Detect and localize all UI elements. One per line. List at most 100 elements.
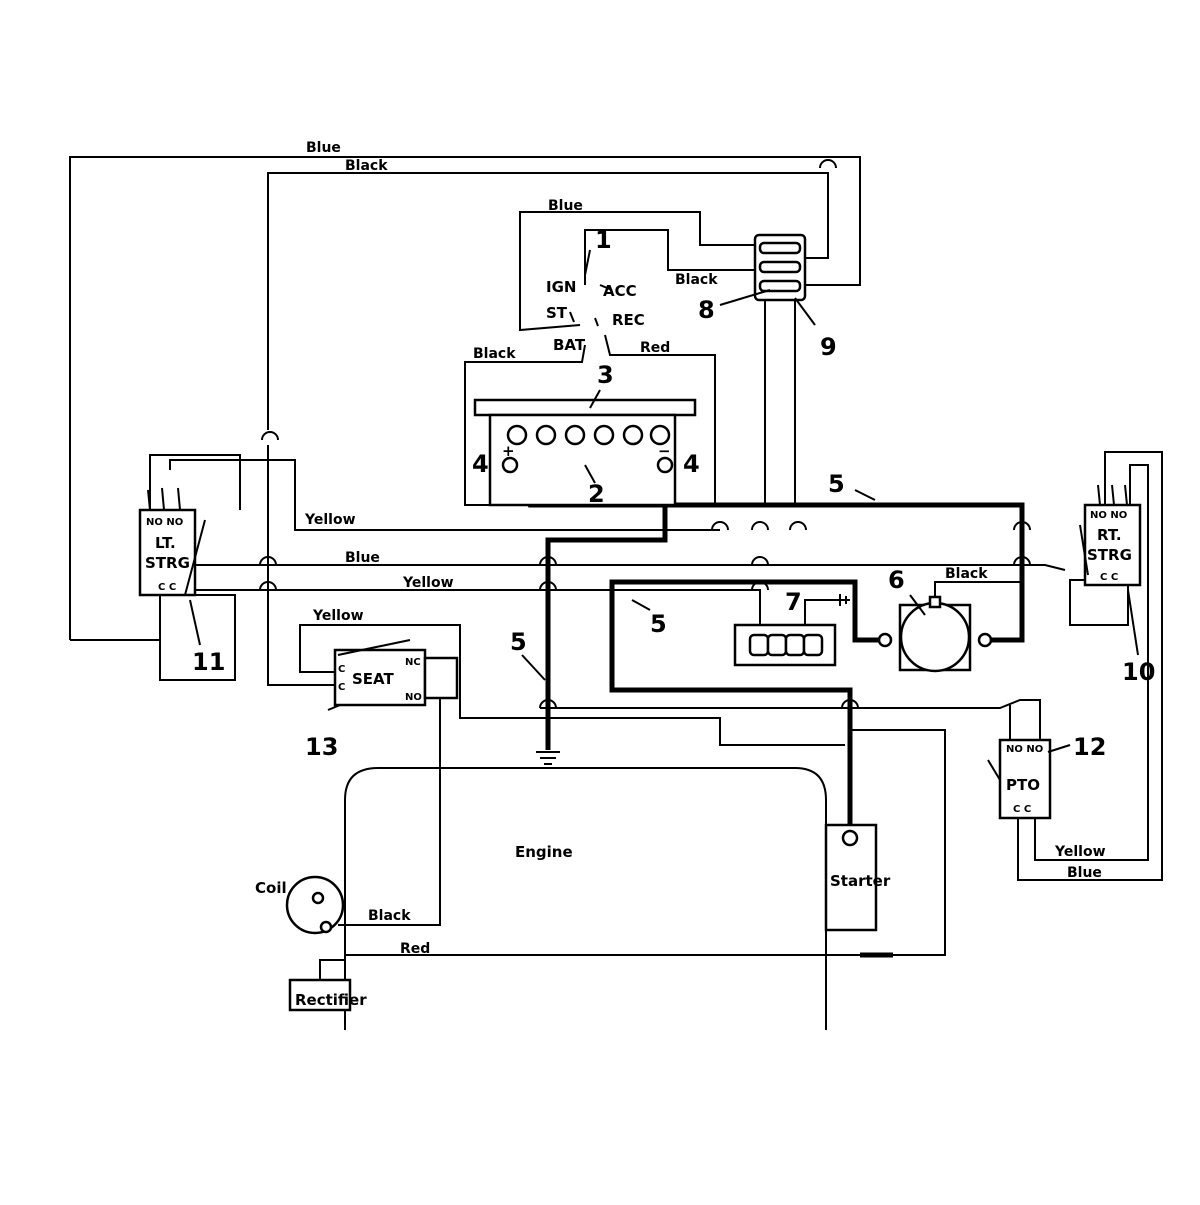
label-13: 13 bbox=[305, 733, 338, 761]
rt-c-label: C C bbox=[1100, 572, 1118, 583]
wire-black-left bbox=[267, 445, 335, 686]
label-acc: ACC bbox=[603, 282, 637, 300]
wire-label-blue-switch: Blue bbox=[548, 198, 583, 214]
wire-label-red-rect: Red bbox=[400, 941, 430, 957]
engine-label: Engine bbox=[515, 843, 573, 861]
seat-c-2: C bbox=[338, 682, 345, 693]
label-9: 9 bbox=[820, 333, 837, 361]
wire-starter-right bbox=[345, 729, 946, 956]
rt-strg-switch: NO NO RT. STRG C C 10 bbox=[1079, 484, 1155, 686]
wire-red-switch bbox=[604, 334, 716, 505]
label-7: 7 bbox=[785, 588, 802, 616]
label-st: ST bbox=[546, 304, 568, 322]
lt-label-1: LT. bbox=[155, 534, 176, 552]
wire-red-rect bbox=[319, 959, 345, 980]
wire-yellow-lt bbox=[169, 459, 720, 531]
wire-switch-top bbox=[584, 229, 755, 285]
label-8: 8 bbox=[698, 296, 715, 324]
rt-label-2: STRG bbox=[1087, 546, 1132, 564]
pto-label: PTO bbox=[1006, 776, 1040, 794]
battery: 3 2 4 4 + − bbox=[472, 361, 700, 508]
wire-label-black-bat: Black bbox=[473, 346, 516, 362]
wire-label-black-coil: Black bbox=[368, 908, 411, 924]
wire-blue-switch bbox=[519, 211, 755, 332]
seat-nc-label: NC bbox=[405, 657, 421, 668]
coil-label: Coil bbox=[255, 879, 287, 897]
wire-lt-right-top bbox=[149, 454, 241, 510]
wire-label-blue-pto: Blue bbox=[1067, 865, 1102, 881]
label-11: 11 bbox=[192, 648, 225, 676]
seat-switch: C C SEAT NC NO 13 bbox=[305, 639, 459, 761]
wire-label-black-sol: Black bbox=[945, 566, 988, 582]
lt-strg-switch: NO NO LT. STRG C C 11 bbox=[138, 487, 225, 676]
ignition-switch: 1 IGN ACC ST REC BAT bbox=[546, 226, 645, 354]
label-10: 10 bbox=[1122, 658, 1155, 686]
seat-no-label: NO bbox=[405, 692, 422, 703]
coil: Coil bbox=[255, 875, 345, 935]
rt-label-1: RT. bbox=[1097, 526, 1122, 544]
wire-blue-top bbox=[69, 156, 861, 640]
cable-labels: 5 5 5 bbox=[510, 470, 876, 681]
starter: Starter bbox=[824, 823, 891, 932]
label-5-top: 5 bbox=[828, 470, 845, 498]
cable-starter bbox=[609, 579, 885, 835]
lt-label-2: STRG bbox=[145, 554, 190, 572]
wire-black-bat bbox=[464, 344, 586, 506]
connector-block: 8 9 bbox=[698, 233, 837, 361]
wire-black-coil bbox=[338, 688, 441, 926]
wire-label-yellow-pto: Yellow bbox=[1054, 844, 1106, 860]
wire-yellow-mid bbox=[195, 589, 761, 660]
label-3: 3 bbox=[597, 361, 614, 389]
label-1: 1 bbox=[595, 226, 612, 254]
label-2: 2 bbox=[588, 480, 605, 508]
starter-label: Starter bbox=[830, 872, 891, 890]
wire-fuse-top bbox=[759, 590, 830, 625]
wire-label-black-conn: Black bbox=[675, 272, 718, 288]
label-bat: BAT bbox=[553, 336, 586, 354]
crossovers bbox=[259, 159, 1031, 709]
wire-label-red-switch: Red bbox=[640, 340, 670, 356]
label-rec: REC bbox=[612, 311, 645, 329]
wire-label-blue-mid: Blue bbox=[345, 550, 380, 566]
label-4-right: 4 bbox=[683, 450, 700, 478]
rt-no-label: NO NO bbox=[1090, 510, 1127, 521]
ground-symbol bbox=[536, 751, 560, 765]
wire-rt-loop-inner bbox=[1034, 464, 1149, 861]
pto-c-label: C C bbox=[1013, 804, 1031, 815]
wire-label-black-top: Black bbox=[345, 158, 388, 174]
wire-lt-left-lower bbox=[159, 594, 236, 681]
fuse-block: 7 bbox=[733, 588, 837, 667]
seat-label: SEAT bbox=[352, 670, 394, 688]
lt-no-label: NO NO bbox=[146, 517, 183, 528]
wire-lower-pto bbox=[540, 699, 1041, 745]
pto-switch: NO NO PTO C C 12 bbox=[987, 733, 1106, 820]
label-4-left: 4 bbox=[472, 450, 489, 478]
battery-plus: + bbox=[502, 442, 515, 460]
wire-rt-lower bbox=[1069, 579, 1129, 626]
wire-blue-mid bbox=[195, 564, 1066, 571]
battery-minus: − bbox=[658, 442, 671, 460]
ground-stub bbox=[830, 594, 850, 606]
wire-label-blue-top: Blue bbox=[306, 140, 341, 156]
wire-label-yellow-lt: Yellow bbox=[304, 512, 356, 528]
rectifier-label: Rectifier bbox=[295, 991, 367, 1009]
label-5-mid: 5 bbox=[650, 610, 667, 638]
label-12: 12 bbox=[1073, 733, 1106, 761]
wire-labels: Blue Black Blue Black Black Red Yellow B… bbox=[304, 140, 1106, 957]
wire-label-yellow-seat: Yellow bbox=[312, 608, 364, 624]
label-ign: IGN bbox=[546, 278, 576, 296]
wire-black-top bbox=[267, 172, 829, 430]
engine-block: Engine bbox=[344, 767, 827, 1030]
wire-yellow-seat bbox=[299, 624, 845, 746]
rectifier: Rectifier bbox=[288, 978, 367, 1012]
wire-rt-loop-outer bbox=[1017, 451, 1163, 881]
lt-c-label: C C bbox=[158, 582, 176, 593]
label-6: 6 bbox=[888, 566, 905, 594]
solenoid: 6 bbox=[877, 566, 993, 673]
wire-sol-black bbox=[934, 581, 1020, 605]
pto-no-label: NO NO bbox=[1006, 744, 1043, 755]
label-5-left: 5 bbox=[510, 628, 527, 656]
seat-c-1: C bbox=[338, 664, 345, 675]
wire-label-yellow-mid: Yellow bbox=[402, 575, 454, 591]
